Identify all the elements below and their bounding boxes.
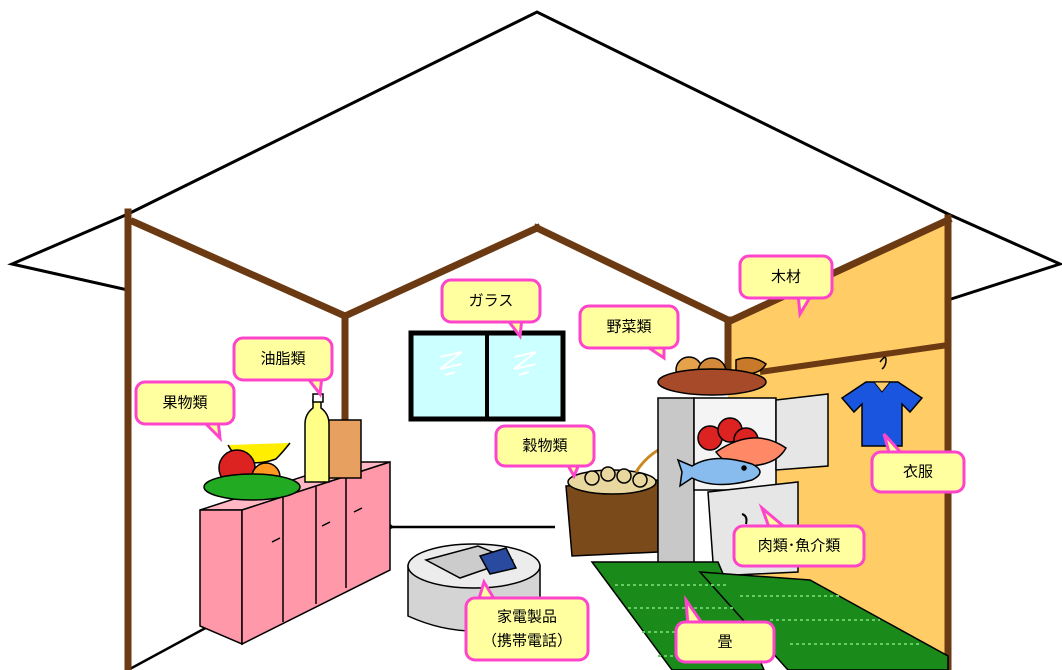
callout-appliances: 家電製品 （携帯電話）	[464, 578, 590, 662]
callout-fruits: 果物類	[134, 380, 236, 443]
label-oils: 油脂類	[260, 350, 305, 368]
callout-meat-fish-box	[732, 524, 866, 568]
callout-oils: 油脂類	[232, 336, 334, 398]
callout-vegetables: 野菜類	[578, 304, 680, 361]
clothes-rod	[759, 342, 949, 375]
window	[408, 330, 566, 422]
shirt-icon	[840, 356, 924, 447]
callout-meat-fish: 肉類･魚介類	[732, 503, 866, 568]
label-fruits: 果物類	[162, 394, 207, 412]
oil-bottle-icon	[304, 393, 362, 483]
label-clothes: 衣服	[903, 463, 933, 481]
label-wood: 木材	[771, 268, 801, 286]
callout-fruits-box	[134, 380, 236, 426]
callout-appliances-box	[464, 596, 590, 662]
callout-glass: ガラス	[440, 278, 542, 340]
callout-clothes-box	[870, 450, 966, 494]
grain-box-icon	[565, 440, 677, 557]
label-glass: ガラス	[469, 292, 514, 310]
fruit-bowl-icon	[203, 442, 301, 501]
label-appliances-line1: 家電製品	[497, 608, 557, 626]
callout-vegetables-box	[578, 304, 680, 350]
callout-grains: 穀物類	[494, 424, 596, 480]
callout-clothes: 衣服	[870, 432, 966, 494]
callout-wood-box	[738, 254, 834, 300]
callout-glass-box	[440, 278, 542, 324]
label-meat-fish: 肉類･魚介類	[758, 537, 841, 555]
label-grains: 穀物類	[522, 437, 567, 455]
vegetable-tray-icon	[657, 356, 767, 396]
label-vegetables: 野菜類	[606, 318, 651, 336]
callout-tatami: 畳	[674, 594, 776, 664]
meat-and-fish-icon	[676, 417, 787, 488]
callout-tatami-box	[674, 620, 776, 664]
callout-wood: 木材	[738, 254, 834, 319]
callout-grains-box	[494, 424, 596, 468]
label-tatami: 畳	[717, 633, 732, 651]
label-appliances-line2: （携帯電話）	[482, 632, 572, 650]
house-roof	[7, 10, 1062, 302]
callout-oils-box	[232, 336, 334, 382]
